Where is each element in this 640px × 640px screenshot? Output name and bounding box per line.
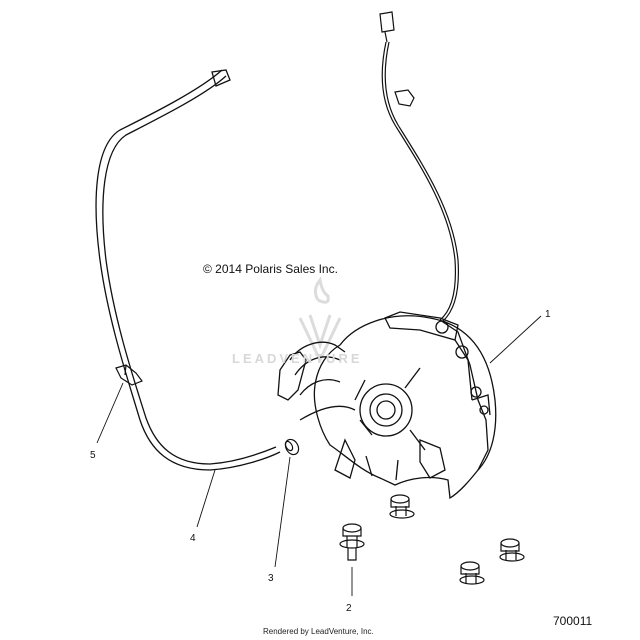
clip-part-5 bbox=[115, 364, 143, 386]
hose-part-4 bbox=[95, 69, 281, 471]
bolt-part-2-c bbox=[499, 538, 525, 562]
copyright-text: © 2014 Polaris Sales Inc. bbox=[203, 262, 338, 276]
leader-5 bbox=[96, 382, 124, 444]
gearcase-part-1 bbox=[277, 311, 497, 500]
callout-1: 1 bbox=[545, 309, 551, 320]
footer-credit: Rendered by LeadVenture, Inc. bbox=[263, 627, 374, 636]
watermark-text: LEADVENTURE bbox=[232, 351, 363, 366]
bolt-part-2-d bbox=[459, 561, 485, 585]
callout-2: 2 bbox=[346, 603, 352, 614]
leader-lines bbox=[96, 315, 542, 596]
watermark-logo bbox=[298, 276, 342, 364]
callout-5: 5 bbox=[90, 450, 96, 461]
clamp-part-3 bbox=[284, 438, 300, 456]
bolt-part-2-b bbox=[389, 494, 415, 519]
figure-number: 700011 bbox=[553, 614, 593, 628]
callout-3: 3 bbox=[268, 573, 274, 584]
bolt-part-2-a bbox=[339, 523, 365, 561]
callout-4: 4 bbox=[190, 533, 196, 544]
sensor-wire bbox=[379, 11, 460, 322]
leader-3 bbox=[274, 456, 291, 568]
leader-4 bbox=[196, 469, 216, 528]
leader-1 bbox=[489, 315, 542, 364]
